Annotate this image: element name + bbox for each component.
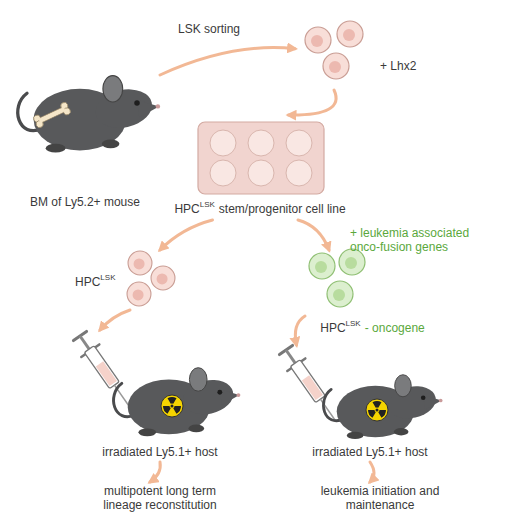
text-block: + Lhx2 [380,59,425,73]
radiation-symbol [366,399,388,421]
flow-arrow [298,220,329,250]
sorted-cells-node: + Lhx2 [295,15,425,90]
node-label: HPC [320,321,345,335]
flow-arrow [100,310,130,330]
host-mouse-node: irradiated Ly5.1+ host [265,345,475,462]
culture-plate [198,122,324,194]
flow-arrow [150,462,160,482]
node-label: - oncogene [365,321,425,335]
stem-cell [128,251,152,275]
flow-arrow [295,316,305,345]
oncogene-cells-node: HPCLSK - oncogene [305,250,425,338]
stem-cell [323,53,349,79]
outcome-node: leukemia initiation and maintenance [280,482,480,514]
edge-label: + leukemia associated onco-fusion genes [350,226,490,254]
superscript-label: LSK [100,273,115,282]
text-block: HPCLSK stem/progenitor cell line [155,201,365,216]
node-label: irradiated Ly5.1+ host [102,445,217,459]
node-label: multipotent long term lineage reconstitu… [103,484,216,512]
node-label: BM of Ly5.2+ mouse [30,195,140,209]
node-label: HPC [174,202,199,216]
text-block: leukemia initiation and maintenance [318,484,442,512]
text-block: irradiated Ly5.1+ host [60,445,260,459]
flow-arrow [160,48,295,75]
cell-line-node: HPCLSK stem/progenitor cell line [165,115,355,220]
stem-cell [127,282,151,306]
node-label: + Lhx2 [380,59,416,73]
flow-arrow [370,462,374,482]
syringe-symbol [71,330,138,413]
cell-line-cells-node: HPCLSK [75,250,175,310]
flow-arrow [289,90,337,115]
superscript-label: LSK [346,319,361,328]
node-label: irradiated Ly5.1+ host [312,445,427,459]
donor-mouse-node: BM of Ly5.2+ mouse [10,15,160,215]
node-label: HPC [75,275,100,289]
text-block: HPCLSK [75,274,135,289]
stem-cell [305,27,331,53]
radiation-symbol [161,395,183,417]
node-label: stem/progenitor cell line [219,202,346,216]
flow-arrow [160,220,213,250]
edge-label: LSK sorting [178,22,258,36]
stem-cell [337,21,363,47]
superscript-label: LSK [200,200,215,209]
host-mouse [323,375,442,439]
donor-mouse [18,76,160,153]
text-block: multipotent long term lineage reconstitu… [90,484,230,512]
text-block: BM of Ly5.2+ mouse [10,195,160,209]
text-block: HPCLSK - oncogene [315,320,430,335]
bone-symbol [32,101,71,128]
oncogene-cell [309,253,335,279]
host-mouse-node: irradiated Ly5.1+ host [60,330,260,462]
oncogene-cell [327,281,353,307]
stem-cell [151,266,175,290]
host-mouse [114,368,241,437]
text-block: irradiated Ly5.1+ host [265,445,475,459]
syringe-symbol [277,344,344,427]
node-label: leukemia initiation and maintenance [321,484,440,512]
outcome-node: multipotent long term lineage reconstitu… [60,482,260,514]
